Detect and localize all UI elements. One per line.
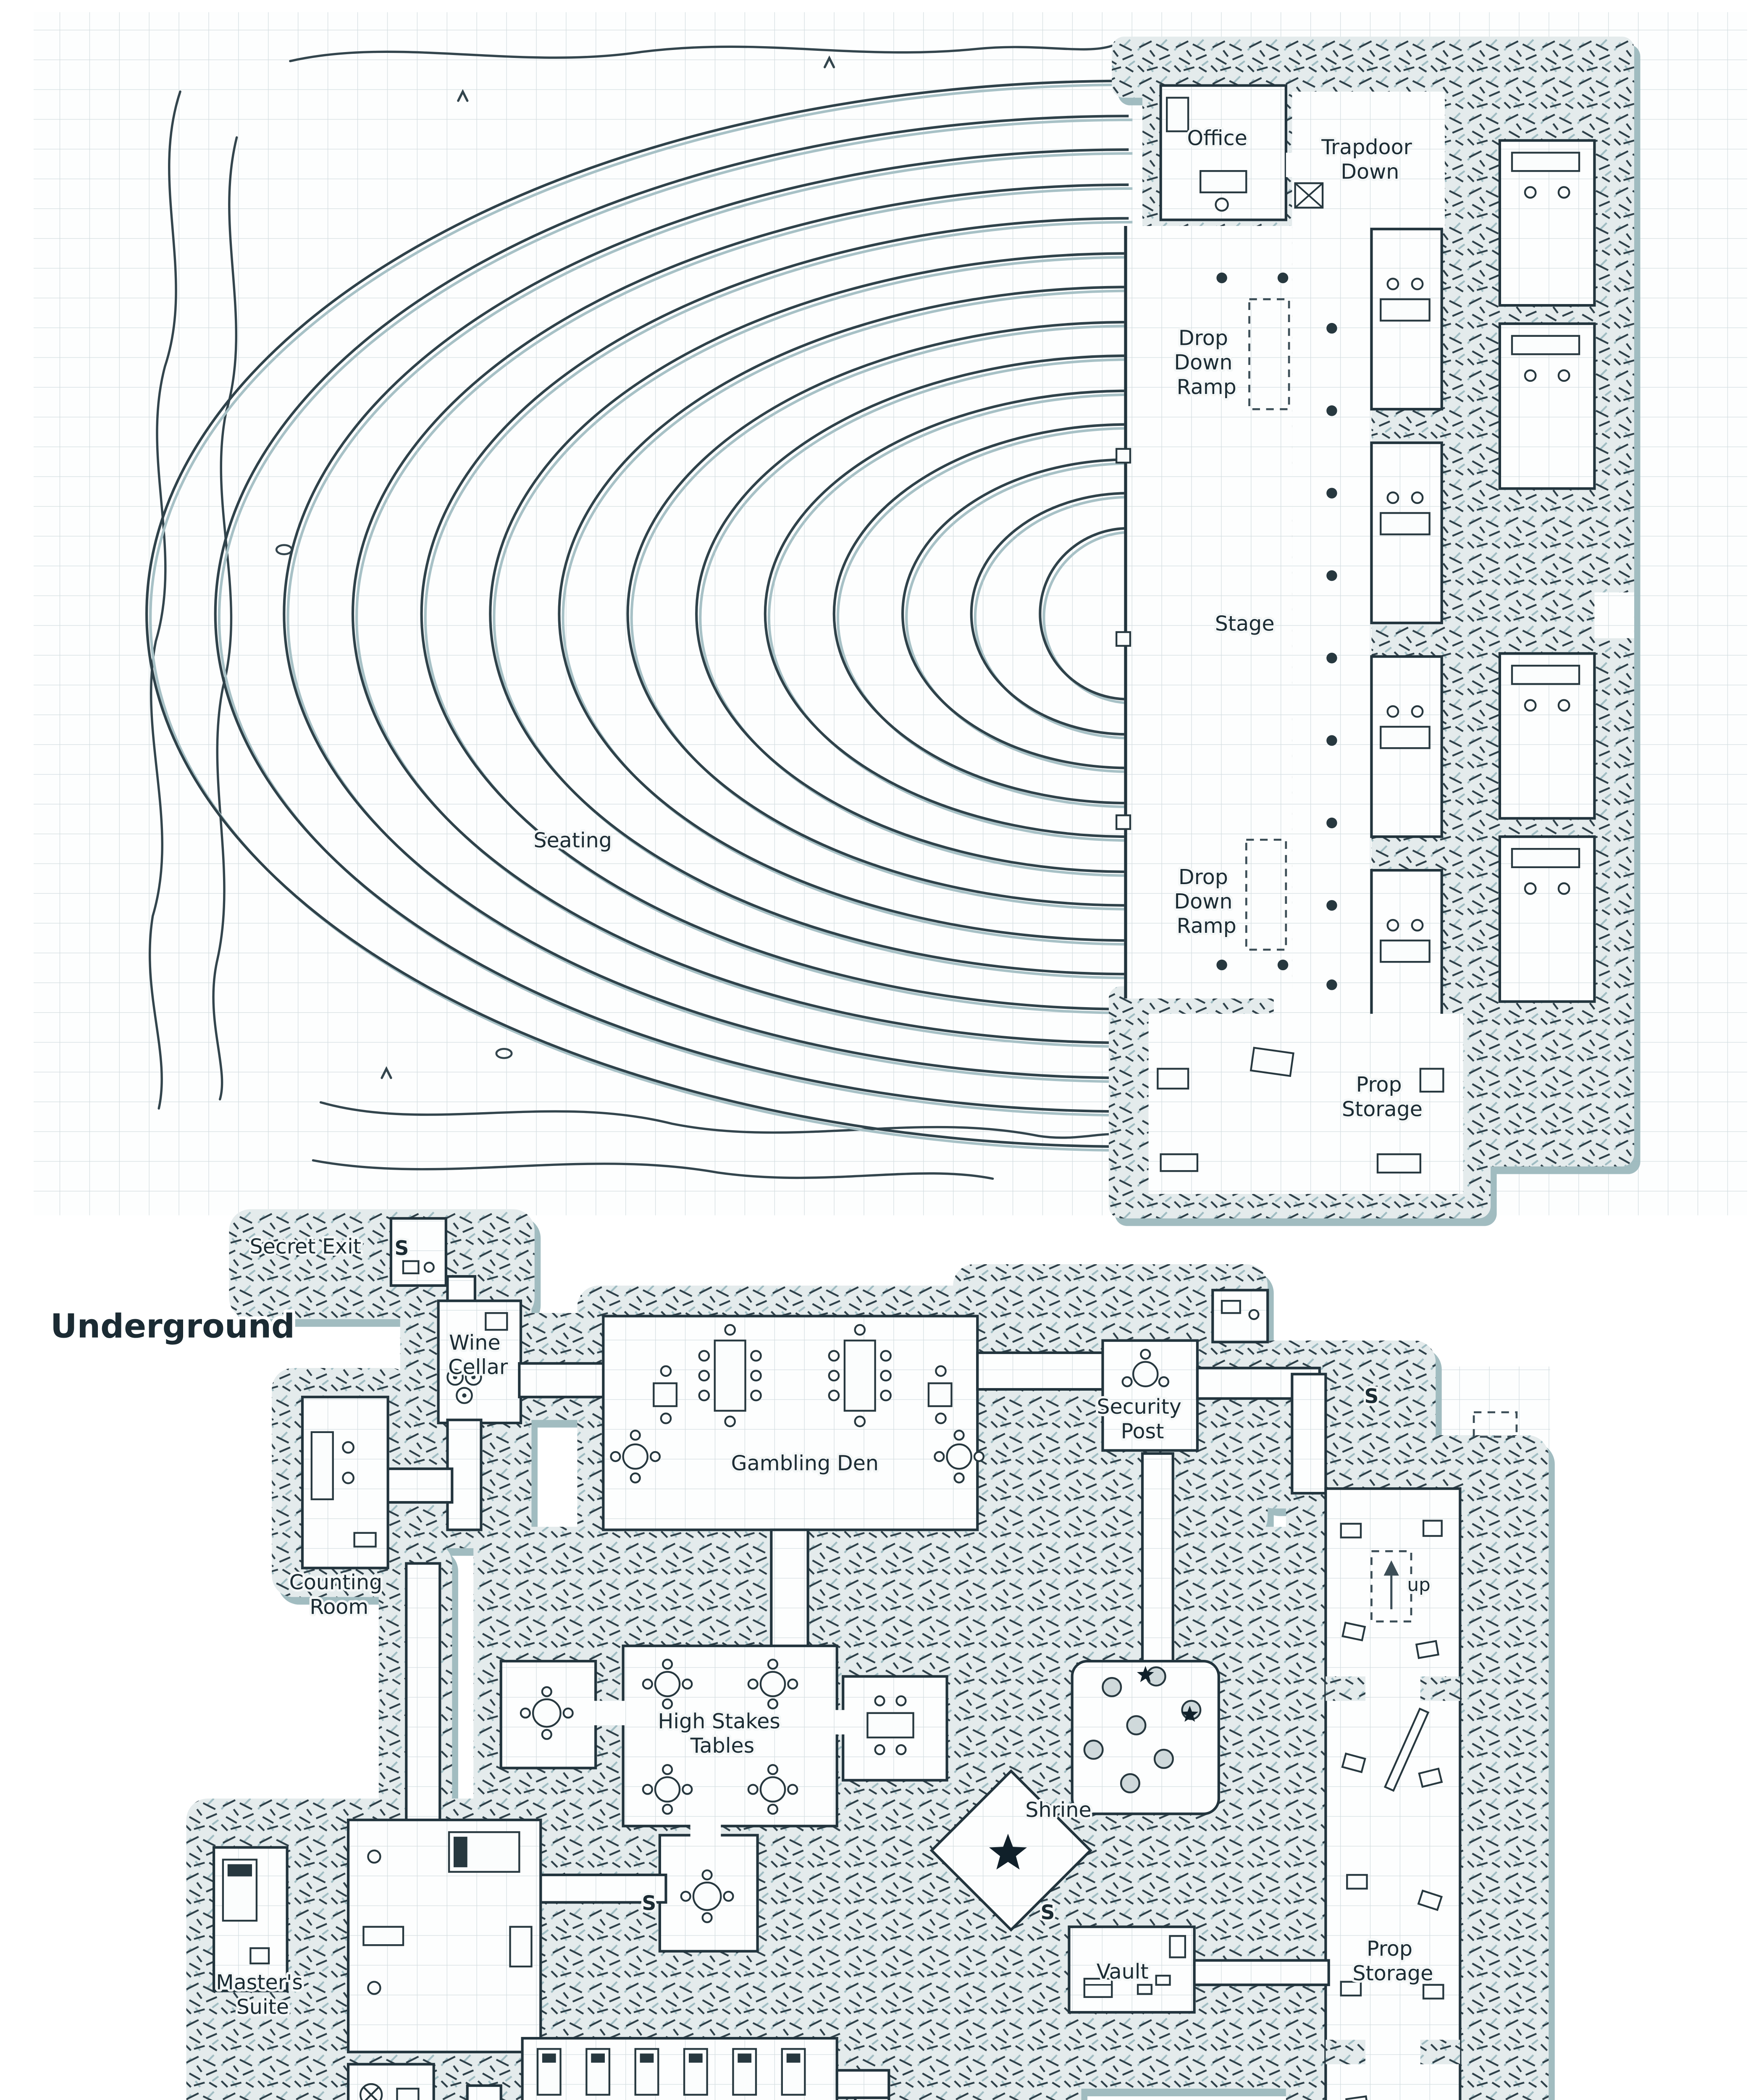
door-gap bbox=[1286, 904, 1302, 932]
secret-door-marker: S bbox=[394, 1237, 409, 1260]
shrine-and-pillars bbox=[989, 1666, 1202, 1870]
door-gap bbox=[1286, 690, 1302, 718]
corridor bbox=[518, 1362, 606, 1399]
corridor bbox=[405, 1562, 441, 1824]
corridor bbox=[835, 2069, 890, 2099]
prop-storage-wing bbox=[1324, 1487, 1462, 2100]
stage-floor bbox=[1124, 226, 1292, 999]
stage-label: Stage bbox=[1215, 611, 1275, 635]
security-post-room bbox=[1101, 1339, 1199, 1452]
office-label: Office bbox=[1187, 126, 1247, 150]
corridor bbox=[770, 1528, 809, 1651]
vault-furniture bbox=[1083, 1935, 1186, 1998]
pillar-chamber bbox=[1071, 1660, 1220, 1815]
barracks-beds bbox=[536, 2048, 806, 2096]
side-room-furniture bbox=[1511, 152, 1580, 895]
wine-cellar-barrels bbox=[446, 1312, 508, 1404]
theater-labels: Seating Stage Office Trapdoor Down Drop … bbox=[531, 123, 1425, 1124]
door-gap bbox=[1273, 989, 1307, 1023]
master-suite-furniture bbox=[222, 1831, 533, 2100]
counting-room-label: Counting Room bbox=[289, 1570, 389, 1619]
gambling-den-furniture bbox=[610, 1324, 984, 1483]
brazier-icon bbox=[360, 2083, 383, 2100]
secret-exit-items bbox=[402, 1260, 435, 1274]
stairs-up-label: up bbox=[1407, 1575, 1431, 1596]
master-suite-label: Master's Suite bbox=[216, 1970, 309, 2019]
drop-ramp-label: Drop Down Ramp bbox=[1174, 326, 1239, 399]
gambling-den-room bbox=[602, 1315, 979, 1531]
gambling-den-label: Gambling Den bbox=[731, 1451, 879, 1475]
corridor bbox=[1141, 1452, 1174, 1669]
wing-crates-and-stairs bbox=[1340, 1520, 1444, 2100]
terrain-lines bbox=[148, 45, 1126, 1180]
secret-door-marker: S bbox=[1041, 1901, 1055, 1924]
corridor bbox=[1193, 1959, 1330, 1986]
counting-room-furniture bbox=[310, 1431, 377, 1548]
door-gap bbox=[831, 1710, 849, 1735]
corridor bbox=[976, 1351, 1107, 1391]
dressing-room-furniture bbox=[1380, 278, 1431, 963]
wine-cellar-label: Wine Cellar bbox=[448, 1331, 508, 1379]
door-gap bbox=[690, 1820, 721, 1842]
security-post-furniture bbox=[1121, 1300, 1260, 1387]
corridor bbox=[1291, 1373, 1327, 1495]
stairs-up-outline bbox=[1370, 1550, 1412, 1622]
drop-ramp-label: Drop Down Ramp bbox=[1174, 865, 1239, 938]
colonnade-pillars bbox=[1326, 323, 1337, 990]
prop-storage-crates bbox=[1157, 1047, 1444, 1174]
seating-arcs-shadow bbox=[149, 83, 1133, 1152]
security-post-label: Security Post bbox=[1097, 1394, 1188, 1443]
east-entrance-gap bbox=[1594, 592, 1634, 638]
underground-section: Underground Secret Exit S S S S Wine Cel… bbox=[47, 1209, 1550, 2100]
vault-label: Vault bbox=[1097, 1959, 1149, 1984]
door-gap bbox=[1286, 476, 1302, 504]
hidden-feature-outline bbox=[1473, 1411, 1518, 1438]
corridor bbox=[383, 1467, 454, 1504]
drop-ramp-outline bbox=[1245, 838, 1287, 951]
seating-arcs bbox=[145, 79, 1129, 1148]
drop-ramp-outline bbox=[1248, 298, 1290, 410]
door-gap bbox=[592, 1701, 626, 1725]
door-gap bbox=[1286, 152, 1305, 177]
secret-door-marker: S bbox=[642, 1892, 656, 1915]
guard-room bbox=[1211, 1289, 1269, 1344]
seating-label: Seating bbox=[533, 828, 612, 853]
corridor bbox=[466, 2084, 502, 2100]
prop-storage-label-theater: Prop Storage bbox=[1342, 1072, 1423, 1121]
theater-section: Seating Stage Office Trapdoor Down Drop … bbox=[34, 12, 1747, 1218]
underground-title: Underground bbox=[50, 1307, 295, 1345]
prop-storage-label-underground: Prop Storage bbox=[1352, 1937, 1433, 1985]
trapdoor-label: Trapdoor Down bbox=[1321, 135, 1418, 184]
underground-labels: Underground Secret Exit S S S S Wine Cel… bbox=[47, 1232, 1436, 2021]
high-stakes-furniture bbox=[520, 1659, 914, 1923]
shrine-label: Shrine bbox=[1025, 1798, 1091, 1822]
secret-door-marker: S bbox=[1364, 1385, 1378, 1408]
underground-furniture bbox=[222, 1260, 1518, 2100]
secret-exit-label: Secret Exit bbox=[250, 1234, 361, 1259]
secret-exit-room bbox=[389, 1217, 447, 1287]
trapdoor-icon bbox=[1294, 182, 1324, 209]
theater-furniture bbox=[1157, 97, 1580, 1174]
high-stakes-label: High Stakes Tables bbox=[658, 1709, 787, 1758]
corridor bbox=[854, 2096, 890, 2100]
